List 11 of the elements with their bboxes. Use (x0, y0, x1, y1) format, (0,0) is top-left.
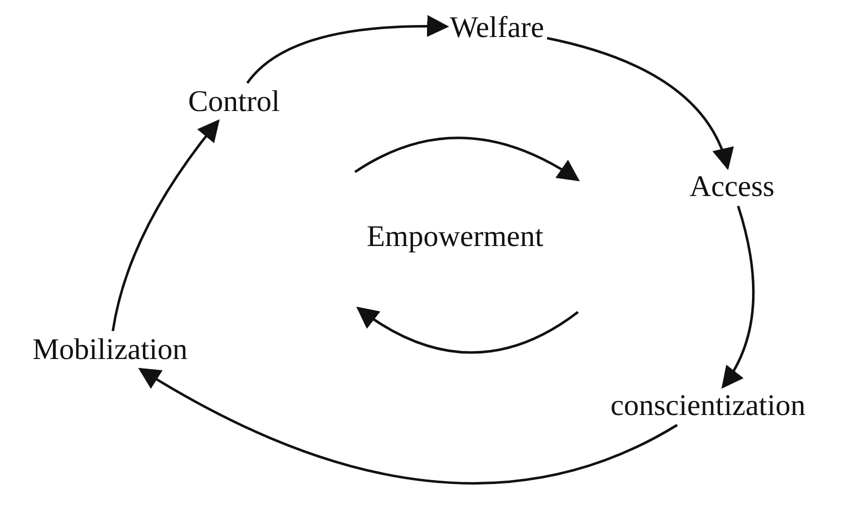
node-label: Empowerment (364, 218, 546, 256)
node-label: Access (686, 168, 778, 206)
arrow (546, 36, 733, 170)
arrow (246, 15, 450, 84)
node-label: Mobilization (30, 331, 190, 369)
arrow (138, 368, 678, 484)
node-label: Control (185, 83, 283, 121)
arrow (112, 119, 220, 332)
node-label: conscientization (608, 387, 808, 425)
node-label: Welfare (446, 9, 548, 47)
arrow (722, 206, 755, 389)
